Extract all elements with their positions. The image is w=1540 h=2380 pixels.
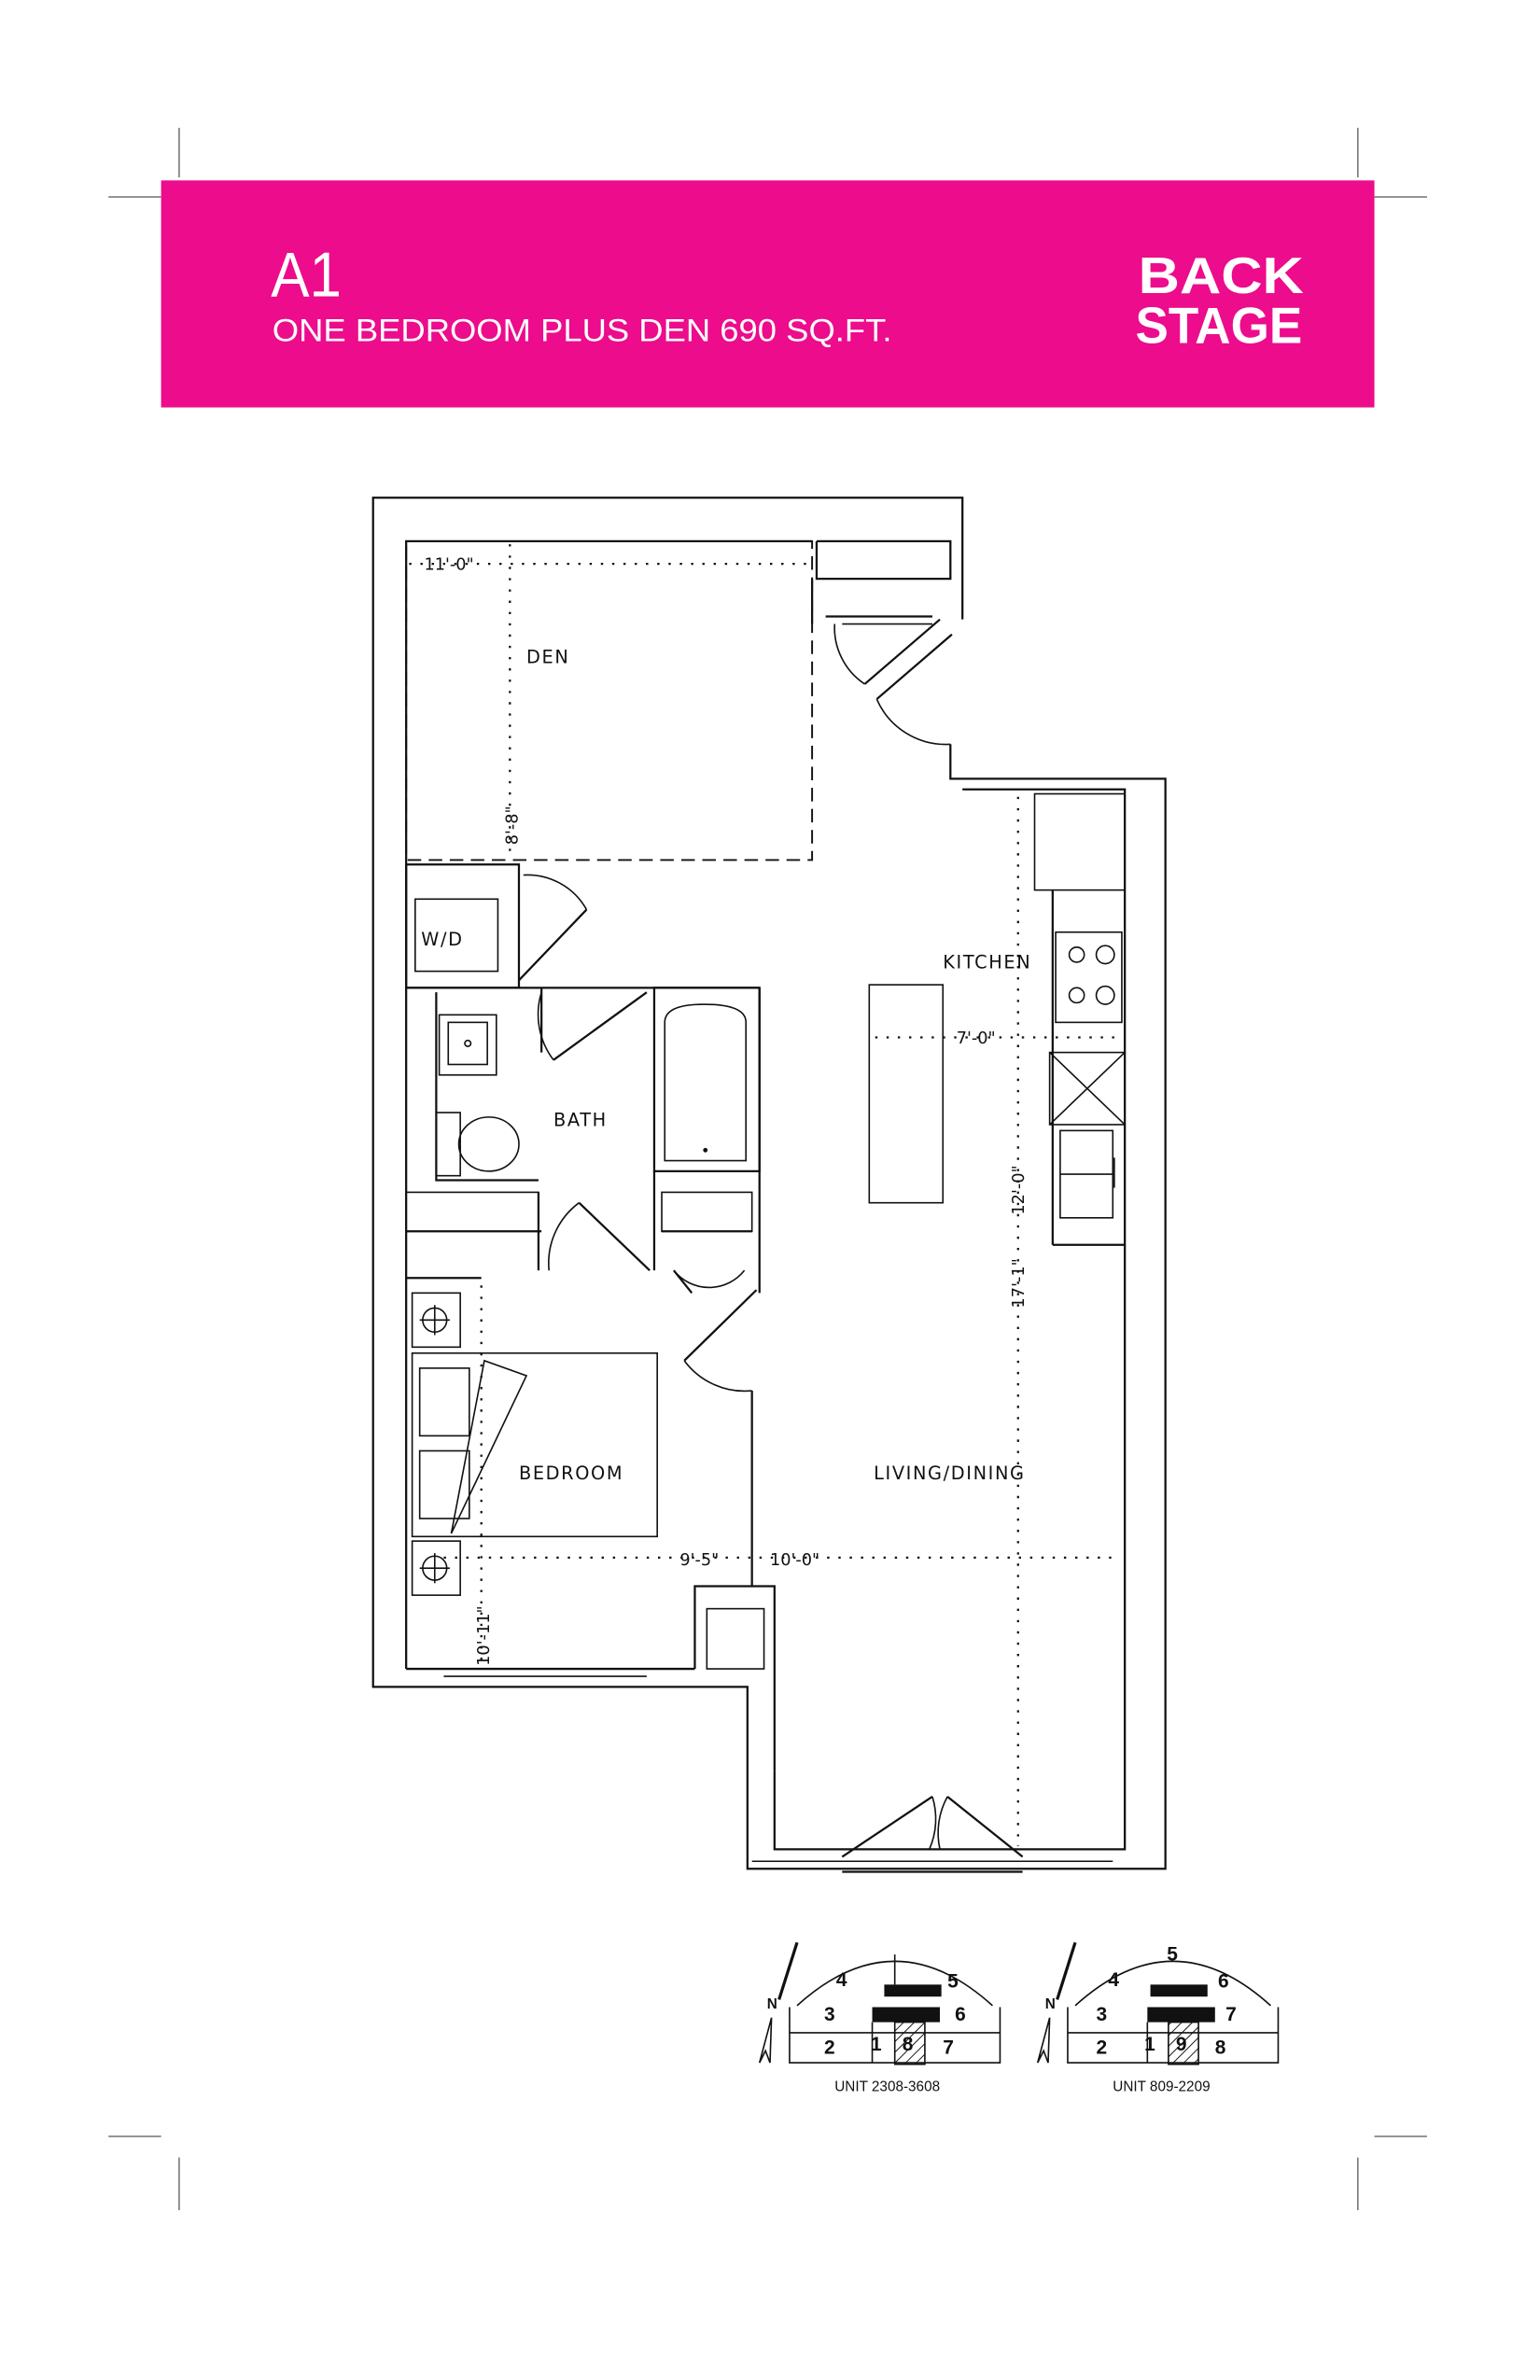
dim-living-depth: 17'-1"	[1010, 1258, 1029, 1308]
svg-text:1: 1	[1144, 2034, 1155, 2055]
svg-text:6: 6	[1218, 1971, 1229, 1993]
north-arrow-icon: N	[758, 1941, 799, 2064]
svg-text:N: N	[1045, 1996, 1056, 2012]
svg-text:5: 5	[947, 1971, 959, 1993]
dim-living-width: 10'-0"	[770, 1551, 819, 1570]
room-label-wd: W/D	[421, 929, 463, 950]
key-plan-1: N 1 2 3 4 5 6 7 8 UNIT 2308-3608	[758, 1941, 1001, 2095]
svg-text:3: 3	[824, 2004, 835, 2025]
dim-den-depth: 8'-8"	[503, 805, 522, 845]
svg-text:8: 8	[903, 2034, 914, 2055]
svg-text:STAGE: STAGE	[1135, 296, 1302, 354]
room-label-kitchen: KITCHEN	[943, 951, 1031, 973]
header-band	[161, 180, 1375, 408]
svg-text:7: 7	[943, 2037, 954, 2058]
svg-text:2: 2	[824, 2037, 835, 2058]
unit-code: A1	[271, 240, 342, 310]
svg-text:5: 5	[1167, 1944, 1178, 1966]
key-plan-2: N 1 2 3 4 5 6 7 8 9 UNIT 809-2209	[1036, 1941, 1280, 2095]
svg-text:BACK: BACK	[1139, 246, 1305, 304]
svg-text:1: 1	[871, 2034, 882, 2055]
room-label-bedroom: BEDROOM	[519, 1463, 623, 1484]
svg-text:2: 2	[1097, 2037, 1108, 2058]
room-label-bath: BATH	[553, 1110, 608, 1131]
svg-text:4: 4	[836, 1969, 847, 1991]
backstage-logo: BACK STAGE	[1135, 246, 1304, 354]
key-plan-caption: UNIT 809-2209	[1113, 2079, 1210, 2095]
dim-bedroom-depth: 10'-11"	[475, 1605, 494, 1665]
dim-den-width: 11'-0"	[425, 556, 474, 575]
svg-text:8: 8	[1215, 2037, 1226, 2058]
dim-kitchen-width: 7'-0"	[957, 1029, 996, 1048]
svg-text:6: 6	[955, 2004, 966, 2025]
svg-text:9: 9	[1176, 2034, 1187, 2055]
svg-text:N: N	[767, 1996, 777, 2012]
dim-bedroom-width: 9'-5"	[679, 1551, 719, 1570]
svg-text:7: 7	[1225, 2004, 1237, 2025]
key-plan-caption: UNIT 2308-3608	[834, 2079, 940, 2095]
north-arrow-icon: N	[1036, 1941, 1077, 2064]
svg-text:3: 3	[1097, 2004, 1108, 2025]
room-label-living-dining: LIVING/DINING	[874, 1463, 1025, 1484]
dim-kitchen-depth: 12'-0"	[1010, 1165, 1029, 1214]
floor-plan: W/D BATH	[371, 497, 1167, 1873]
unit-description: ONE BEDROOM PLUS DEN 690 SQ.FT.	[273, 314, 892, 349]
svg-text:4: 4	[1108, 1969, 1119, 1991]
room-label-den: DEN	[526, 646, 569, 667]
key-plan-unit-numbers: 1 2 3 4 5 6 7 8	[824, 1969, 966, 2058]
crop-marks	[108, 127, 1427, 2210]
key-plan-unit-numbers: 1 2 3 4 5 6 7 8 9	[1097, 1944, 1237, 2059]
